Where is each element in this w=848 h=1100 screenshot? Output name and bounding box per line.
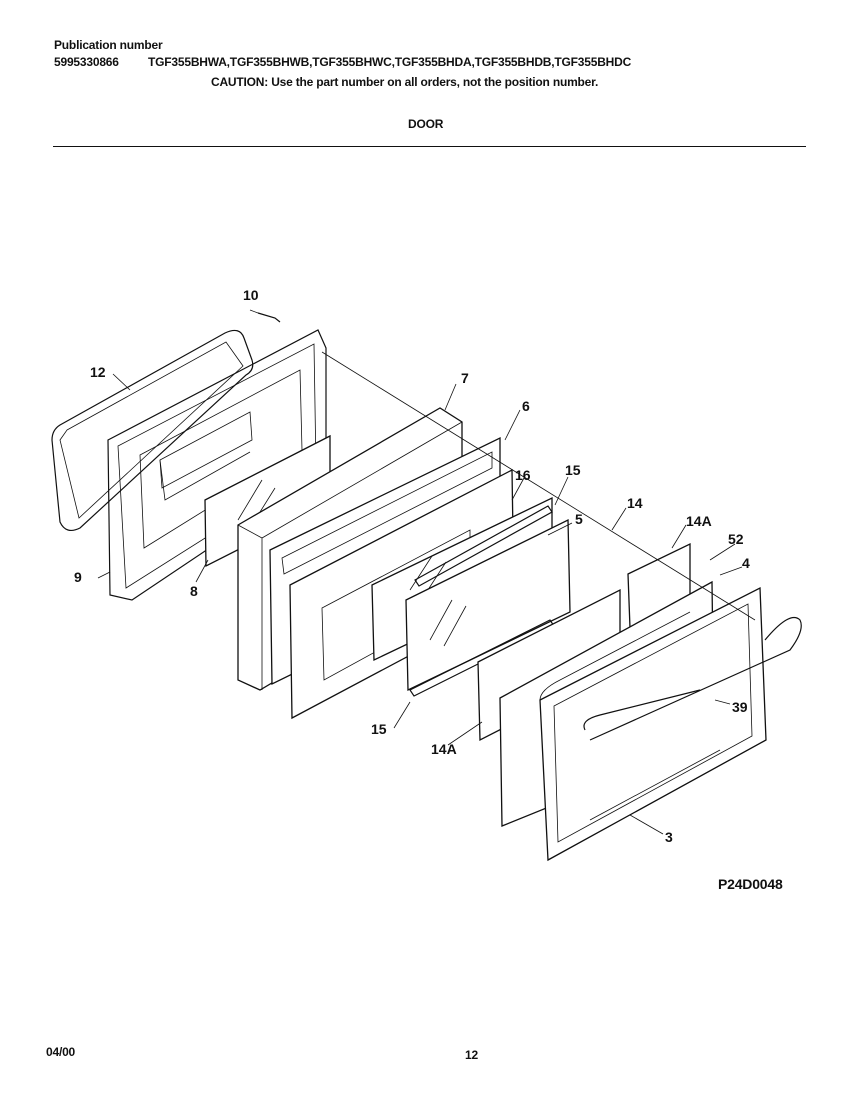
callout-12: 12 — [90, 364, 106, 380]
callout-16: 16 — [515, 467, 531, 483]
part-39-handle — [583, 616, 802, 741]
callout-3: 3 — [665, 829, 673, 845]
callout-8: 8 — [190, 583, 198, 599]
part-10-screw — [257, 312, 281, 323]
page-number: 12 — [465, 1048, 478, 1062]
callout-5: 5 — [575, 511, 583, 527]
callout-10: 10 — [243, 287, 259, 303]
callout-6: 6 — [522, 398, 530, 414]
callout-7: 7 — [461, 370, 469, 386]
callout-15-top: 15 — [565, 462, 581, 478]
callout-15-bottom: 15 — [371, 721, 387, 737]
callout-39: 39 — [732, 699, 748, 715]
part-4-outer-door — [539, 586, 767, 862]
leader-lines — [97, 309, 756, 835]
callout-14a-top: 14A — [686, 513, 712, 529]
callout-14a-bottom: 14A — [431, 741, 457, 757]
publication-number-label: Publication number — [54, 38, 163, 52]
caution-note: CAUTION: Use the part number on all orde… — [211, 75, 599, 89]
header-divider — [53, 146, 806, 147]
figure-code: P24D0048 — [718, 876, 783, 892]
model-list: TGF355BHWA,TGF355BHWB,TGF355BHWC,TGF355B… — [148, 55, 632, 69]
publication-number: 5995330866 — [54, 55, 119, 69]
callout-9: 9 — [74, 569, 82, 585]
part-5-glass — [371, 496, 571, 692]
callout-4: 4 — [742, 555, 750, 571]
callout-52: 52 — [728, 531, 744, 547]
date-code: 04/00 — [46, 1045, 76, 1059]
part-12-gasket — [51, 329, 254, 532]
callout-14: 14 — [627, 495, 643, 511]
section-title: DOOR — [408, 117, 444, 131]
